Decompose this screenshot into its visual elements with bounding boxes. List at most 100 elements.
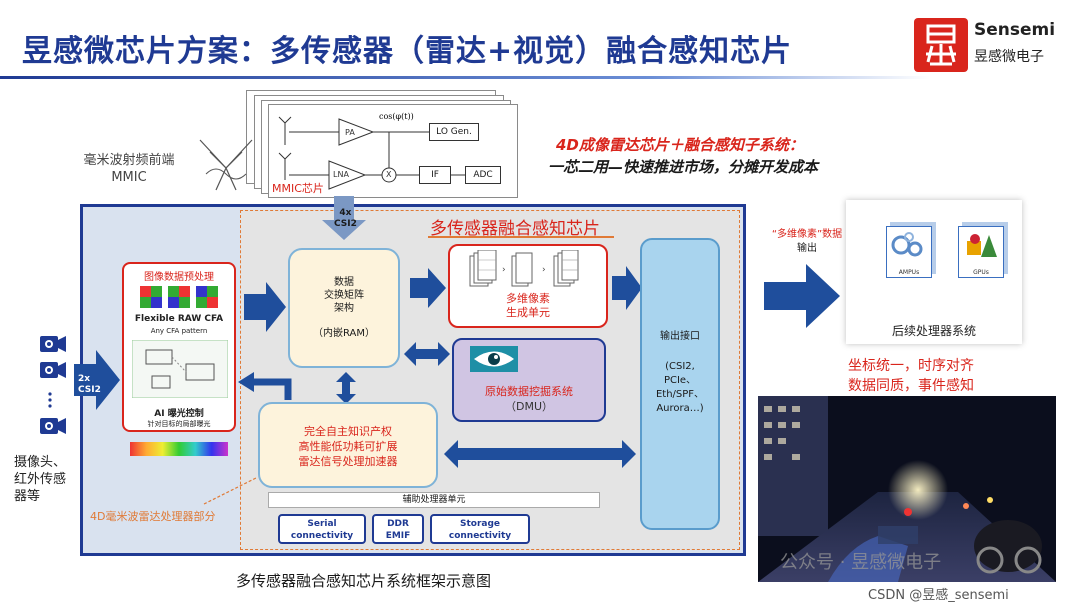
page-title: 昱感微芯片方案：多传感器（雷达+视觉）融合感知芯片	[22, 34, 793, 69]
multi-label-line1: “多维像素”数据	[771, 229, 843, 240]
switch-dmu-arrow-icon	[404, 342, 450, 366]
radar-accelerator-label: 完全自主知识产权 高性能低功耗可扩展 雷达信号处理加速器	[258, 424, 438, 469]
switch-line2: 交换矩阵	[324, 290, 364, 301]
color-strip	[130, 442, 228, 456]
multi-label-line2: 输出	[797, 243, 817, 254]
mmic-chip-tag: MMIC芯片	[270, 180, 326, 196]
lna-label: LNA	[333, 170, 349, 179]
output-line1: (CSI2,	[665, 361, 695, 372]
radar-part-pointer	[203, 477, 257, 505]
cfa-patterns	[140, 286, 218, 308]
fusion-chip-title: 多传感器融合感知芯片	[430, 219, 600, 239]
camera-label-line1: 摄像头、	[14, 455, 67, 470]
svg-text:›: ›	[502, 265, 506, 275]
aux-storage-line2: connectivity	[448, 531, 512, 541]
gpu-card: GPUs	[958, 226, 1004, 278]
radar-accelerator-box	[258, 402, 438, 488]
pa-label: PA	[345, 128, 355, 137]
ip-line1: 完全自主知识产权	[304, 425, 392, 438]
dmu-line1: 原始数据挖掘系统	[485, 385, 573, 398]
exposure-diagram	[132, 340, 228, 398]
night-street-photo	[758, 396, 1056, 582]
camera-label-line2: 红外传感	[14, 472, 67, 487]
csdn-watermark: CSDN @昱感_sensemi	[868, 588, 1009, 603]
switch-to-voxel-arrow-icon	[410, 268, 446, 308]
data-switch-box	[288, 248, 400, 368]
ai-exposure-sub: 针对目标的局部曝光	[147, 420, 211, 428]
flexible-cfa-label: Flexible RAW CFA	[134, 314, 224, 324]
aux-storage-box: Storage connectivity	[430, 514, 530, 544]
ip-line3: 雷达信号处理加速器	[298, 455, 398, 468]
mmic-panel: cos(φ(t)) PA LNA X LO Gen. IF ADC	[268, 104, 518, 198]
svg-text:cos(φ(t)): cos(φ(t))	[379, 112, 414, 121]
return-arrow-icon	[238, 372, 292, 400]
coordination-text: 坐标统一，时序对齐 数据同质，事件感知	[836, 356, 986, 396]
voxel-to-output-arrow-icon	[612, 266, 642, 310]
camera-label: 摄像头、 红外传感 器等	[14, 454, 86, 505]
voxel-line2: 生成单元	[506, 306, 550, 319]
cfa-pattern-3	[196, 286, 218, 308]
switch-ip-arrow-icon	[336, 372, 356, 404]
camera-label-line3: 器等	[14, 489, 41, 504]
csi-in-line1: 2x	[78, 374, 91, 384]
camera-stack-icon	[40, 336, 66, 434]
dmu-label: 原始数据挖掘系统 （DMU）	[452, 384, 606, 414]
antenna-wave-icon	[199, 139, 253, 191]
ip-line2: 高性能低功耗可扩展	[298, 440, 398, 453]
aux-ddr-line1: DDR	[387, 519, 409, 529]
brand-name-en: Sensemi	[974, 20, 1056, 40]
apu-icon	[891, 232, 923, 257]
gpu-label: GPUs	[973, 269, 989, 276]
mmwave-label-line2: MMIC	[111, 170, 147, 185]
csi-top-arrow-icon	[322, 196, 366, 240]
aux-processor-bar: 辅助处理器单元	[268, 492, 600, 508]
aux-ddr-line2: EMIF	[385, 531, 411, 541]
mmwave-label-line1: 毫米波射频前端	[83, 153, 175, 168]
radar-part-label: 4D毫米波雷达处理器部分	[90, 510, 216, 523]
aux-serial-line1: Serial	[307, 519, 337, 529]
adc-block: ADC	[465, 166, 501, 184]
eye-icon	[470, 346, 518, 372]
aux-ddr-box: DDR EMIF	[372, 514, 424, 544]
headline-line2: 一芯二用—快速推进市场，分摊开发成本	[548, 158, 819, 176]
csi-in-line2: CSI2	[78, 385, 101, 395]
title-divider	[0, 76, 930, 79]
mmic-schematic: cos(φ(t))	[278, 112, 465, 190]
lo-gen-block: LO Gen.	[429, 123, 479, 141]
preprocess-to-switch-arrow-icon	[244, 282, 286, 332]
csi-top-label: 4x CSI2	[334, 208, 357, 230]
cfa-pattern-2	[168, 286, 190, 308]
apu-label: AMPUs	[898, 269, 920, 276]
output-line2: PCIe、	[663, 375, 697, 386]
output-line3: Eth/SPF、	[655, 389, 705, 400]
output-line4: Aurora…)	[656, 403, 704, 414]
dmu-line2: （DMU）	[504, 400, 553, 413]
mmwave-front-label: 毫米波射频前端 MMIC	[74, 152, 184, 186]
fusion-title-underline	[428, 236, 614, 238]
switch-line3: 架构	[334, 303, 354, 314]
preprocess-title: 图像数据预处理	[144, 272, 214, 283]
coord-line1: 坐标统一，时序对齐	[848, 358, 974, 374]
csi-in-arrow-icon	[74, 350, 120, 410]
csi-top-line2: CSI2	[334, 219, 357, 229]
headline-line1: 4D成像雷达芯片＋融合感知子系统：	[556, 136, 804, 154]
voxel-label: 多维像素 生成单元	[448, 292, 608, 320]
cfa-pattern-1	[140, 286, 162, 308]
voxel-stack-diagram: › ›	[469, 250, 579, 287]
output-big-arrow-icon	[764, 264, 840, 328]
wechat-watermark: 公众号 · 昱感微电子	[780, 552, 942, 573]
aux-serial-line2: connectivity	[290, 531, 354, 541]
figure-caption: 多传感器融合感知芯片系统框架示意图	[236, 572, 492, 590]
mixer-label: X	[386, 170, 392, 179]
night-street-image	[758, 396, 1056, 582]
csi-in-label: 2x CSI2	[78, 374, 101, 396]
voxel-line1: 多维像素	[506, 292, 550, 305]
brand-name-cn: 昱感微电子	[974, 49, 1044, 65]
logo-glyph-icon	[926, 24, 956, 66]
aux-serial-box: Serial connectivity	[278, 514, 366, 544]
multi-pixel-output-label: “多维像素”数据 输出	[762, 228, 852, 256]
output-interface-label: 输出接口 (CSI2, PCIe、 Eth/SPF、 Aurora…)	[640, 330, 720, 416]
output-title: 输出接口	[660, 331, 700, 342]
switch-line1: 数据	[334, 277, 354, 288]
svg-text:›: ›	[542, 265, 546, 275]
